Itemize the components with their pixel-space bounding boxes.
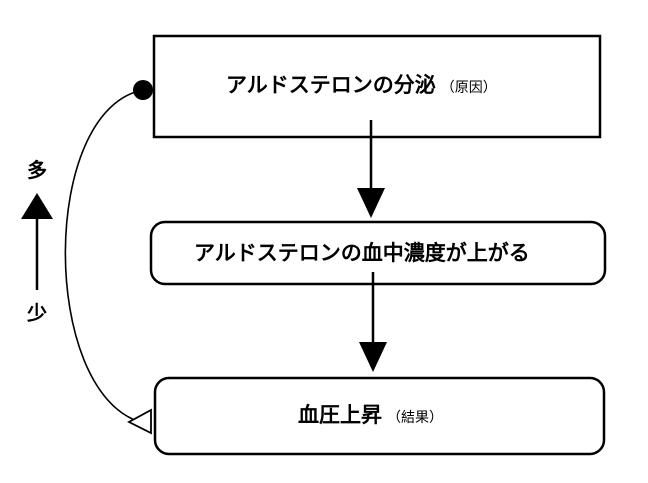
result-box [153,376,606,456]
up-arrow-icon [21,193,53,290]
filled-circle-icon [133,80,153,100]
cause-box [152,34,602,139]
result-note: （結果） [387,410,443,426]
result-text: 血圧上昇 [298,403,382,427]
down-arrow-2 [359,272,387,372]
cause-label: アルドステロンの分泌 （原因） [226,73,497,97]
down-arrow-1 [357,120,385,218]
hollow-triangle-arrowhead-icon [127,408,152,435]
scale-bottom-label: 少 [26,301,47,325]
cause-note: （原因） [441,80,497,96]
scale-top-label: 多 [27,158,47,182]
result-label: 血圧上昇 （結果） [298,403,443,427]
concentration-label: アルドステロンの血中濃度が上がる [194,241,530,265]
concentration-box [149,220,607,286]
cause-text: アルドステロンの分泌 [226,73,436,97]
feedback-curve [64,89,144,423]
